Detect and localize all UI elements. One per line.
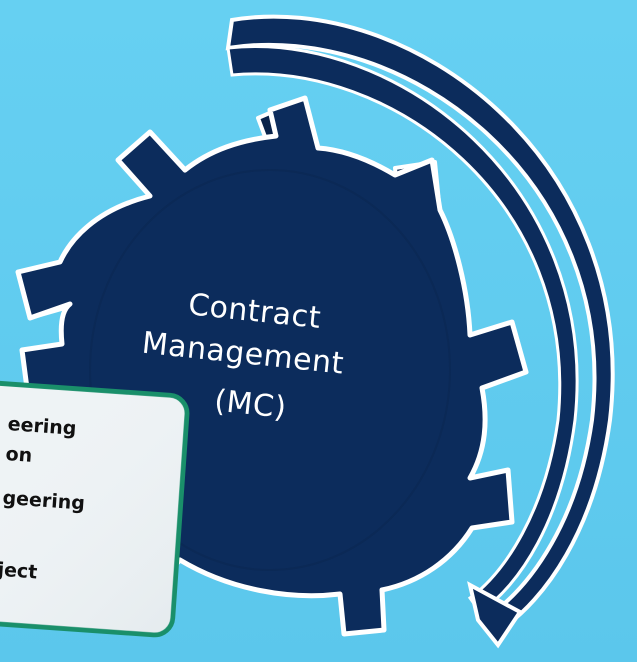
cycle-arrow-head xyxy=(467,581,523,649)
gear-center-shadow xyxy=(89,169,451,571)
info-card-line1: eering xyxy=(7,413,77,440)
info-card-shade xyxy=(0,385,185,633)
info-card: eering on geering ject xyxy=(0,380,190,638)
gear-label-line3: (MC) xyxy=(213,384,289,426)
info-card-line2: on xyxy=(5,443,33,467)
cycle-arrow xyxy=(225,14,615,649)
info-card-line5: ject xyxy=(0,559,38,584)
